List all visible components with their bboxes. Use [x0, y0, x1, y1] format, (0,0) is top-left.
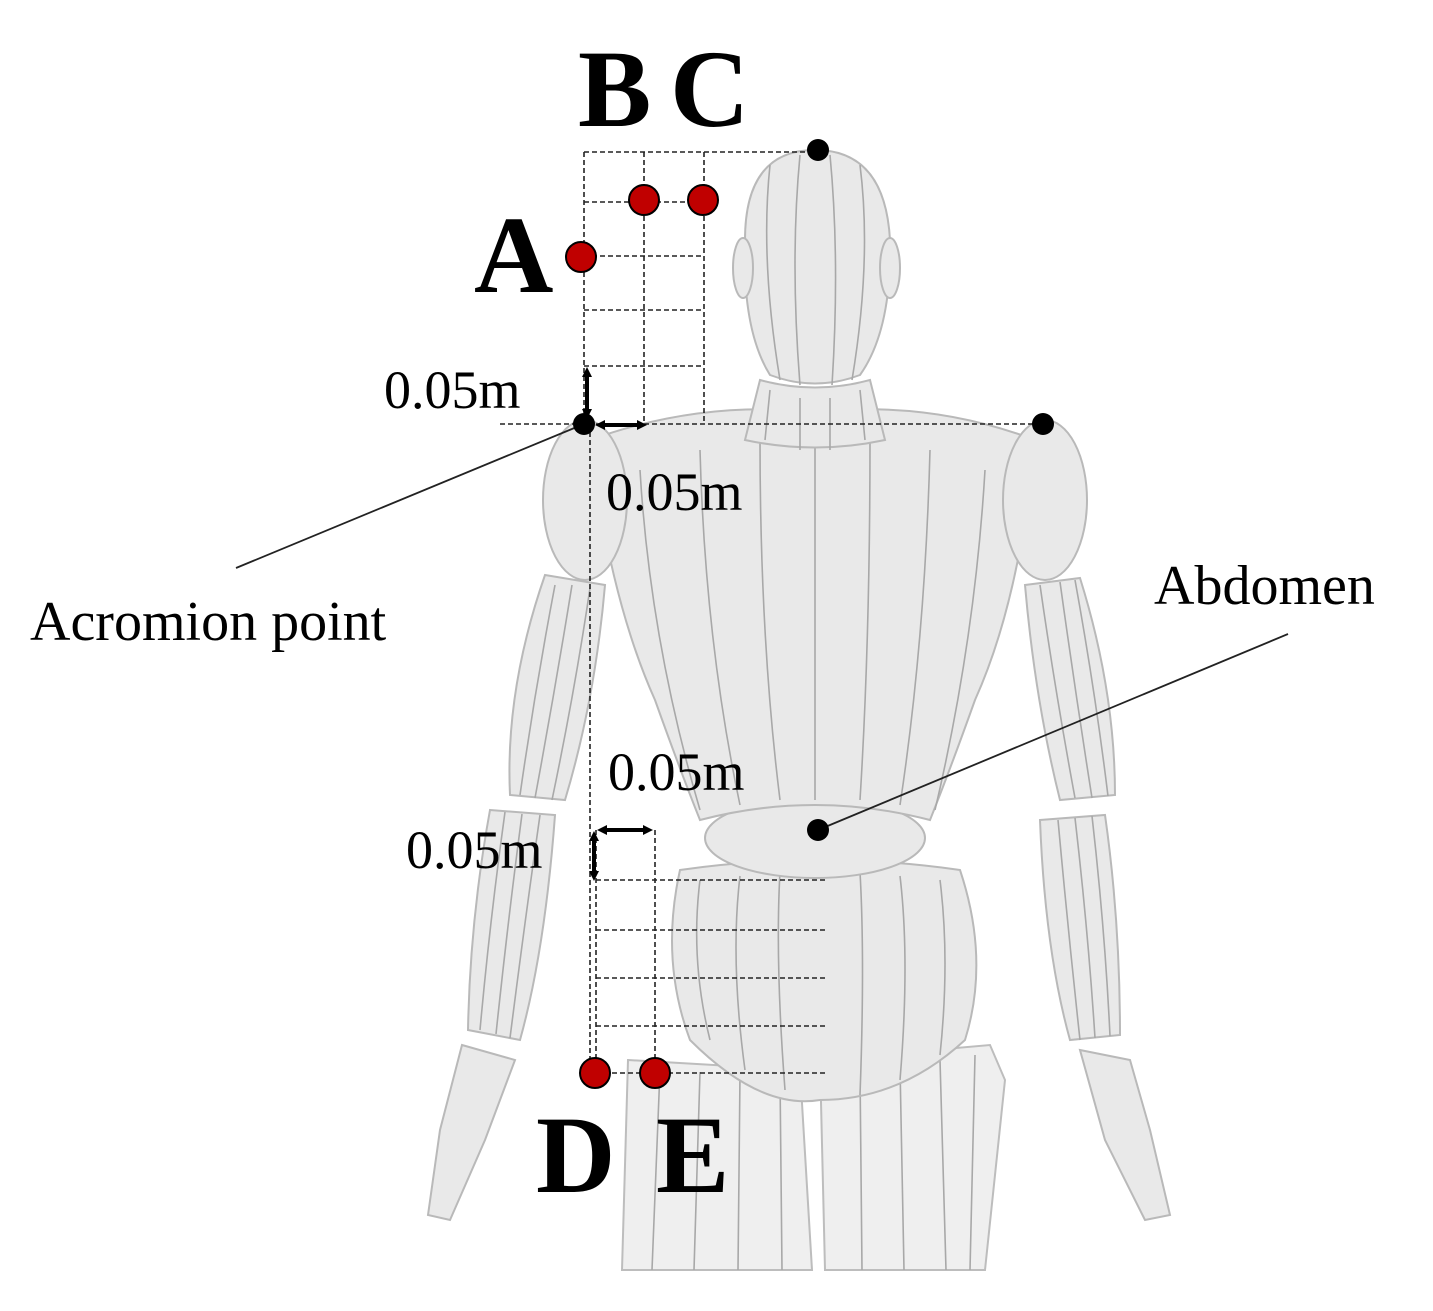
upper-grid — [500, 151, 1043, 425]
abdomen-vertical-dimension: 0.05m — [406, 820, 543, 880]
abdomen-callout: Abdomen — [1154, 555, 1375, 617]
pelvis — [671, 859, 978, 1103]
left-upper-arm — [508, 573, 607, 802]
label-c: C — [670, 28, 749, 150]
abdomen-point — [807, 819, 829, 841]
right-leg — [818, 1043, 1007, 1271]
right-hand — [1078, 1048, 1172, 1222]
abdomen-horizontal-dimension: 0.05m — [608, 742, 745, 802]
label-e: E — [656, 1094, 729, 1216]
reference-points — [573, 139, 1054, 841]
left-hand — [426, 1043, 517, 1222]
sensor-point-d — [579, 1057, 611, 1089]
mannequin-figure — [426, 148, 1172, 1271]
head-top-point — [807, 139, 829, 161]
acromion-callout: Acromion point — [30, 591, 387, 653]
abdomen-leader-line — [817, 633, 1289, 831]
sensor-point-a — [565, 241, 597, 273]
sensor-points — [565, 184, 719, 1089]
head — [743, 148, 892, 385]
dimension-arrows — [582, 367, 653, 881]
sensor-point-e — [639, 1057, 671, 1089]
label-a: A — [474, 194, 553, 316]
acromion-point-right — [1032, 413, 1054, 435]
shoulder-horizontal-dimension: 0.05m — [606, 462, 743, 522]
label-b: B — [578, 28, 651, 150]
right-shoulder — [1002, 419, 1088, 581]
left-ear — [732, 237, 754, 299]
lower-grid — [589, 424, 828, 1074]
right-ear — [879, 237, 901, 299]
sensor-point-c — [687, 184, 719, 216]
acromion-point-left — [573, 413, 595, 435]
label-d: D — [536, 1094, 615, 1216]
neck — [743, 378, 887, 449]
right-forearm — [1038, 813, 1122, 1042]
shoulder-vertical-dimension: 0.05m — [384, 360, 521, 420]
sensor-point-b — [628, 184, 660, 216]
acromion-leader-line — [235, 423, 585, 569]
